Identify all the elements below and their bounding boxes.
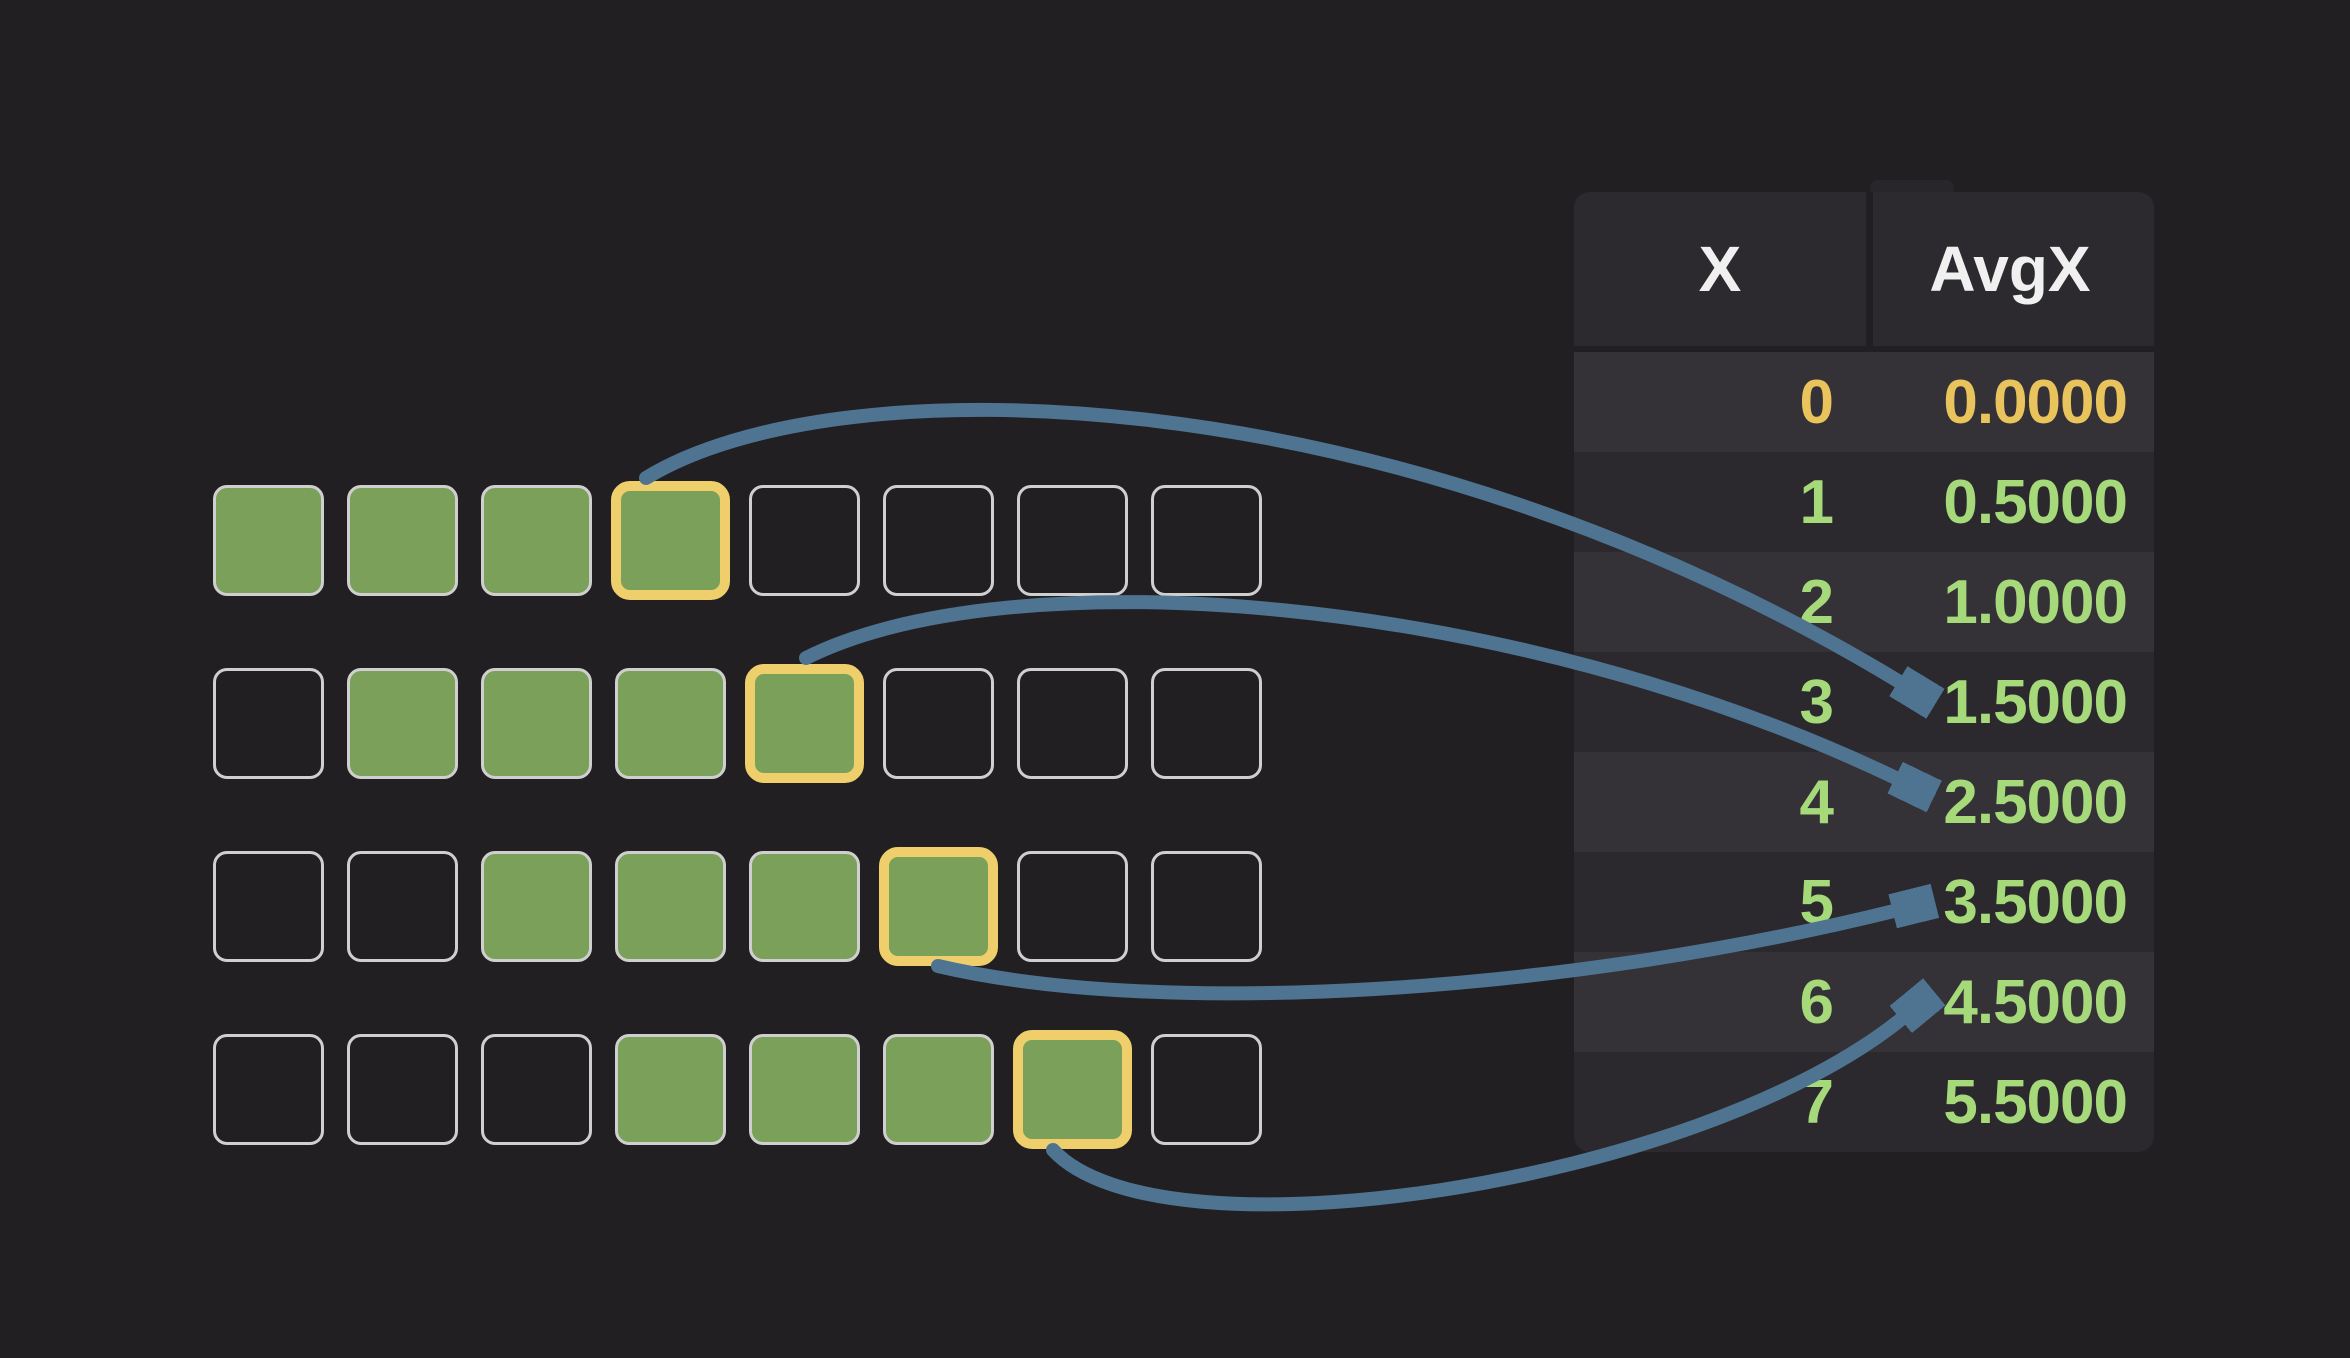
grid-cell-filled (749, 1034, 860, 1145)
grid-cell-empty (1017, 851, 1128, 962)
grid-cell-filled (213, 485, 324, 596)
grid-cell-empty (481, 1034, 592, 1145)
grid-cell-empty (749, 485, 860, 596)
table-row: 6 4.5000 (1574, 952, 2154, 1052)
grid-cell-empty (213, 851, 324, 962)
grid-cell-filled (347, 668, 458, 779)
x-value: 0 (1799, 367, 1834, 437)
grid-cell-filled (615, 1034, 726, 1145)
x-value: 1 (1799, 467, 1834, 537)
grid-cell-empty (1151, 1034, 1262, 1145)
grid-cell-empty (347, 851, 458, 962)
grid-cell-empty (1017, 668, 1128, 779)
header-divider (1866, 192, 1873, 346)
x-value: 4 (1799, 767, 1834, 837)
grid-cell-filled (615, 668, 726, 779)
grid-cell-highlighted (745, 664, 864, 783)
x-value: 6 (1799, 967, 1834, 1037)
grid-cell-filled (749, 851, 860, 962)
grid-cell-empty (213, 1034, 324, 1145)
avg-value: 0.0000 (1943, 367, 2128, 437)
grid-cell-empty (213, 668, 324, 779)
x-value: 3 (1799, 667, 1834, 737)
grid-cell-filled (481, 851, 592, 962)
table-row: 0 0.0000 (1574, 352, 2154, 452)
avg-value: 0.5000 (1943, 467, 2128, 537)
grid-cell-empty (1151, 485, 1262, 596)
grid-cell-filled (615, 851, 726, 962)
grid-cell-highlighted (1013, 1030, 1132, 1149)
grid-cell-filled (347, 485, 458, 596)
table-row: 7 5.5000 (1574, 1052, 2154, 1152)
grid-cell-empty (1017, 485, 1128, 596)
x-value: 7 (1799, 1067, 1834, 1137)
grid-cell-highlighted (611, 481, 730, 600)
grid-cell-highlighted (879, 847, 998, 966)
avg-table: X AvgX 0 0.0000 1 0.5000 2 1.0000 3 1.5000 4 2.50… (1574, 180, 2154, 1152)
column-header-avgx: AvgX (1929, 233, 2091, 305)
x-value: 5 (1799, 867, 1834, 937)
x-value: 2 (1799, 567, 1834, 637)
table-row: 1 0.5000 (1574, 452, 2154, 552)
avg-value: 3.5000 (1943, 867, 2128, 937)
grid-cell-empty (347, 1034, 458, 1145)
table-row: 4 2.5000 (1574, 752, 2154, 852)
avg-value: 1.5000 (1943, 667, 2128, 737)
grid-cell-empty (883, 485, 994, 596)
column-header-x: X (1698, 233, 1742, 305)
avg-value: 5.5000 (1943, 1067, 2128, 1137)
grid-cell-filled (481, 668, 592, 779)
grid-cell-filled (883, 1034, 994, 1145)
table-row: 2 1.0000 (1574, 552, 2154, 652)
avg-value: 2.5000 (1943, 767, 2128, 837)
grid-cell-empty (1151, 851, 1262, 962)
table-body: 0 0.0000 1 0.5000 2 1.0000 3 1.5000 4 2.5000 5 3.50… (1574, 352, 2154, 1152)
avg-value: 4.5000 (1943, 967, 2128, 1037)
table-header-row: X AvgX (1574, 192, 2154, 346)
grid-cell-filled (481, 485, 592, 596)
table-row: 5 3.5000 (1574, 852, 2154, 952)
table-row: 3 1.5000 (1574, 652, 2154, 752)
grid-cell-empty (1151, 668, 1262, 779)
avg-value: 1.0000 (1943, 567, 2128, 637)
grid-cell-empty (883, 668, 994, 779)
